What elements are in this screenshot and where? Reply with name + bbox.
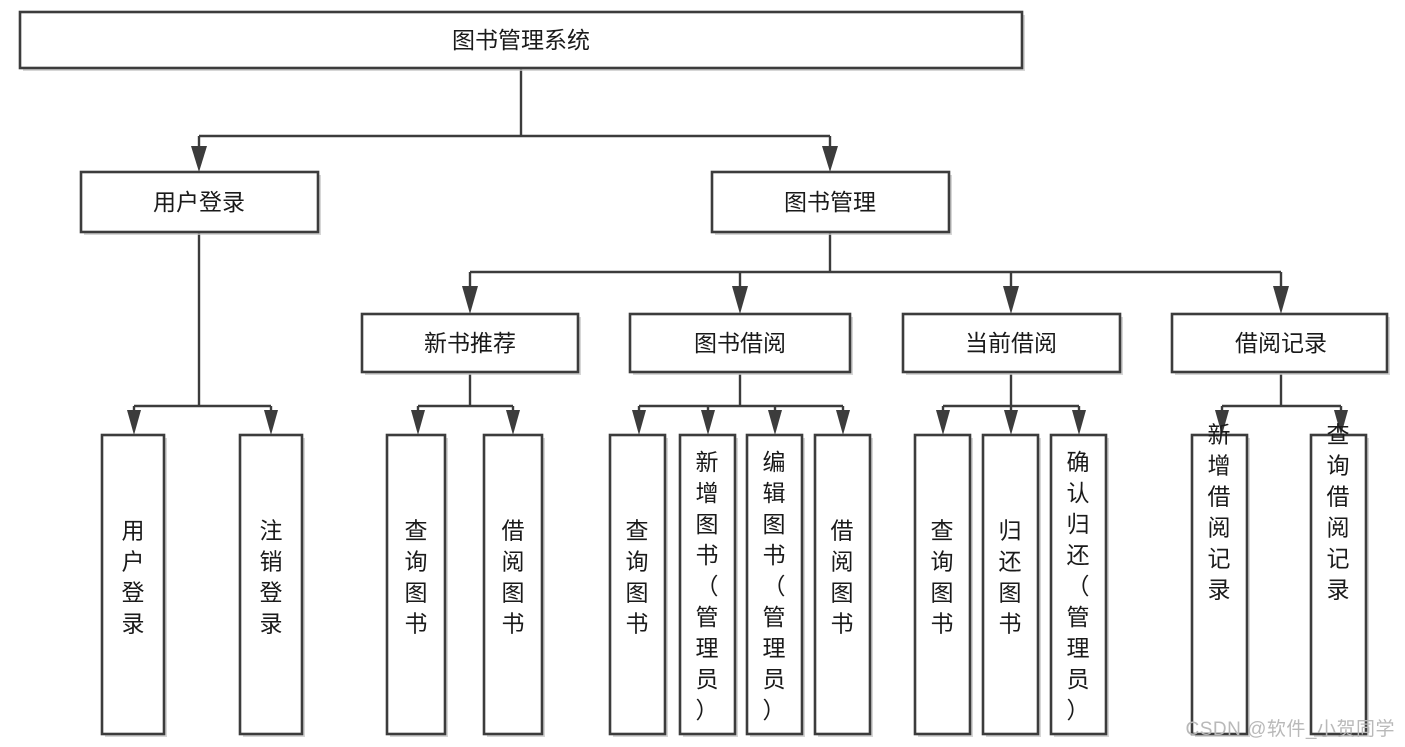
node-current-box (901, 312, 1122, 374)
node-login[interactable]: 用户登录 (79, 170, 321, 235)
node-leaf12-label: 新增借阅记录 (1208, 422, 1231, 603)
node-leaf12[interactable]: 新增借阅记录 (1190, 422, 1250, 738)
node-records-label: 借阅记录 (1235, 330, 1327, 356)
node-root-label: 图书管理系统 (452, 27, 590, 53)
node-leaf4-label: 借阅图书 (502, 518, 525, 637)
node-records-box (1170, 312, 1389, 374)
arrow-head-leaf1 (127, 410, 141, 435)
node-leaf7-label: 编辑图书（管理员） (763, 449, 786, 723)
connector-group (127, 68, 1348, 435)
node-leaf12-box (1190, 433, 1249, 736)
node-leaf13-box (1309, 433, 1368, 736)
node-leaf4-box (482, 433, 544, 736)
arrow-head-leaf13 (1334, 410, 1348, 435)
node-leaf11-box (1049, 433, 1108, 736)
node-leaf9-box (913, 433, 972, 736)
node-root[interactable]: 图书管理系统 (18, 10, 1025, 71)
node-leaf6[interactable]: 新增图书（管理员） (678, 433, 738, 737)
arrow-head-leaf11 (1072, 410, 1086, 435)
node-leaf9-label: 查询图书 (931, 518, 954, 637)
csdn-watermark: CSDN @软件_小贺同学 (1185, 719, 1395, 740)
node-newbook[interactable]: 新书推荐 (360, 312, 581, 375)
node-root-box (18, 10, 1024, 70)
node-leaf11-label: 确认归还（管理员） (1067, 449, 1090, 723)
node-leaf3-label: 查询图书 (405, 518, 428, 637)
node-login-label: 用户登录 (153, 189, 245, 215)
node-leaf2-box (238, 433, 304, 736)
arrow-head-leaf2 (264, 410, 278, 435)
node-leaf1[interactable]: 用户登录 (100, 433, 167, 737)
node-leaf9[interactable]: 查询图书 (913, 433, 973, 737)
node-leaf6-box (678, 433, 737, 736)
arrow-head-leaf10 (1004, 410, 1018, 435)
node-leaf1-label: 用户登录 (122, 518, 145, 637)
node-leaf10-label: 归还图书 (999, 518, 1022, 637)
node-leaf13[interactable]: 查询借阅记录 (1309, 422, 1369, 738)
arrow-head-leaf12 (1215, 410, 1229, 435)
node-borrow-label: 图书借阅 (694, 330, 786, 356)
arrow-head-records (1273, 286, 1289, 314)
node-newbook-box (360, 312, 580, 374)
arrow-head-newbook (462, 286, 478, 314)
arrow-head-login (191, 146, 207, 172)
node-leaf8-label: 借阅图书 (831, 518, 854, 637)
node-leaf11[interactable]: 确认归还（管理员） (1049, 433, 1109, 737)
arrow-head-leaf6 (701, 410, 715, 435)
node-newbook-label: 新书推荐 (424, 330, 516, 356)
node-borrow-box (628, 312, 852, 374)
arrow-head-leaf9 (936, 410, 950, 435)
node-leaf10-box (981, 433, 1040, 736)
node-bookmgmt-box (710, 170, 951, 234)
node-current-label: 当前借阅 (965, 330, 1057, 356)
node-borrow[interactable]: 图书借阅 (628, 312, 853, 375)
arrow-head-bookmgmt (822, 146, 838, 172)
arrow-head-current (1003, 286, 1019, 314)
arrow-head-leaf3 (411, 410, 425, 435)
arrow-head-leaf8 (836, 410, 850, 435)
node-leaf8-box (813, 433, 872, 736)
node-leaf5-label: 查询图书 (626, 518, 649, 637)
node-leaf2-label: 注销登录 (260, 518, 283, 637)
arrow-head-borrow (732, 286, 748, 314)
node-leaf8[interactable]: 借阅图书 (813, 433, 873, 737)
arrow-head-leaf4 (506, 410, 520, 435)
node-leaf2[interactable]: 注销登录 (238, 433, 305, 737)
node-leaf7-box (745, 433, 804, 736)
node-leaf3-box (385, 433, 447, 736)
node-leaf13-label: 查询借阅记录 (1327, 422, 1350, 603)
node-leaf3[interactable]: 查询图书 (385, 433, 448, 737)
arrow-head-leaf5 (632, 410, 646, 435)
node-leaf4[interactable]: 借阅图书 (482, 433, 545, 737)
node-bookmgmt[interactable]: 图书管理 (710, 170, 952, 235)
node-leaf7[interactable]: 编辑图书（管理员） (745, 433, 805, 737)
arrow-head-leaf7 (768, 410, 782, 435)
node-login-box (79, 170, 320, 234)
node-records[interactable]: 借阅记录 (1170, 312, 1390, 375)
node-leaf1-box (100, 433, 166, 736)
node-leaf5-box (608, 433, 667, 736)
node-leaf6-label: 新增图书（管理员） (696, 449, 719, 723)
node-leaf10[interactable]: 归还图书 (981, 433, 1041, 737)
node-leaf5[interactable]: 查询图书 (608, 433, 668, 737)
node-current[interactable]: 当前借阅 (901, 312, 1123, 375)
node-bookmgmt-label: 图书管理 (784, 189, 876, 215)
